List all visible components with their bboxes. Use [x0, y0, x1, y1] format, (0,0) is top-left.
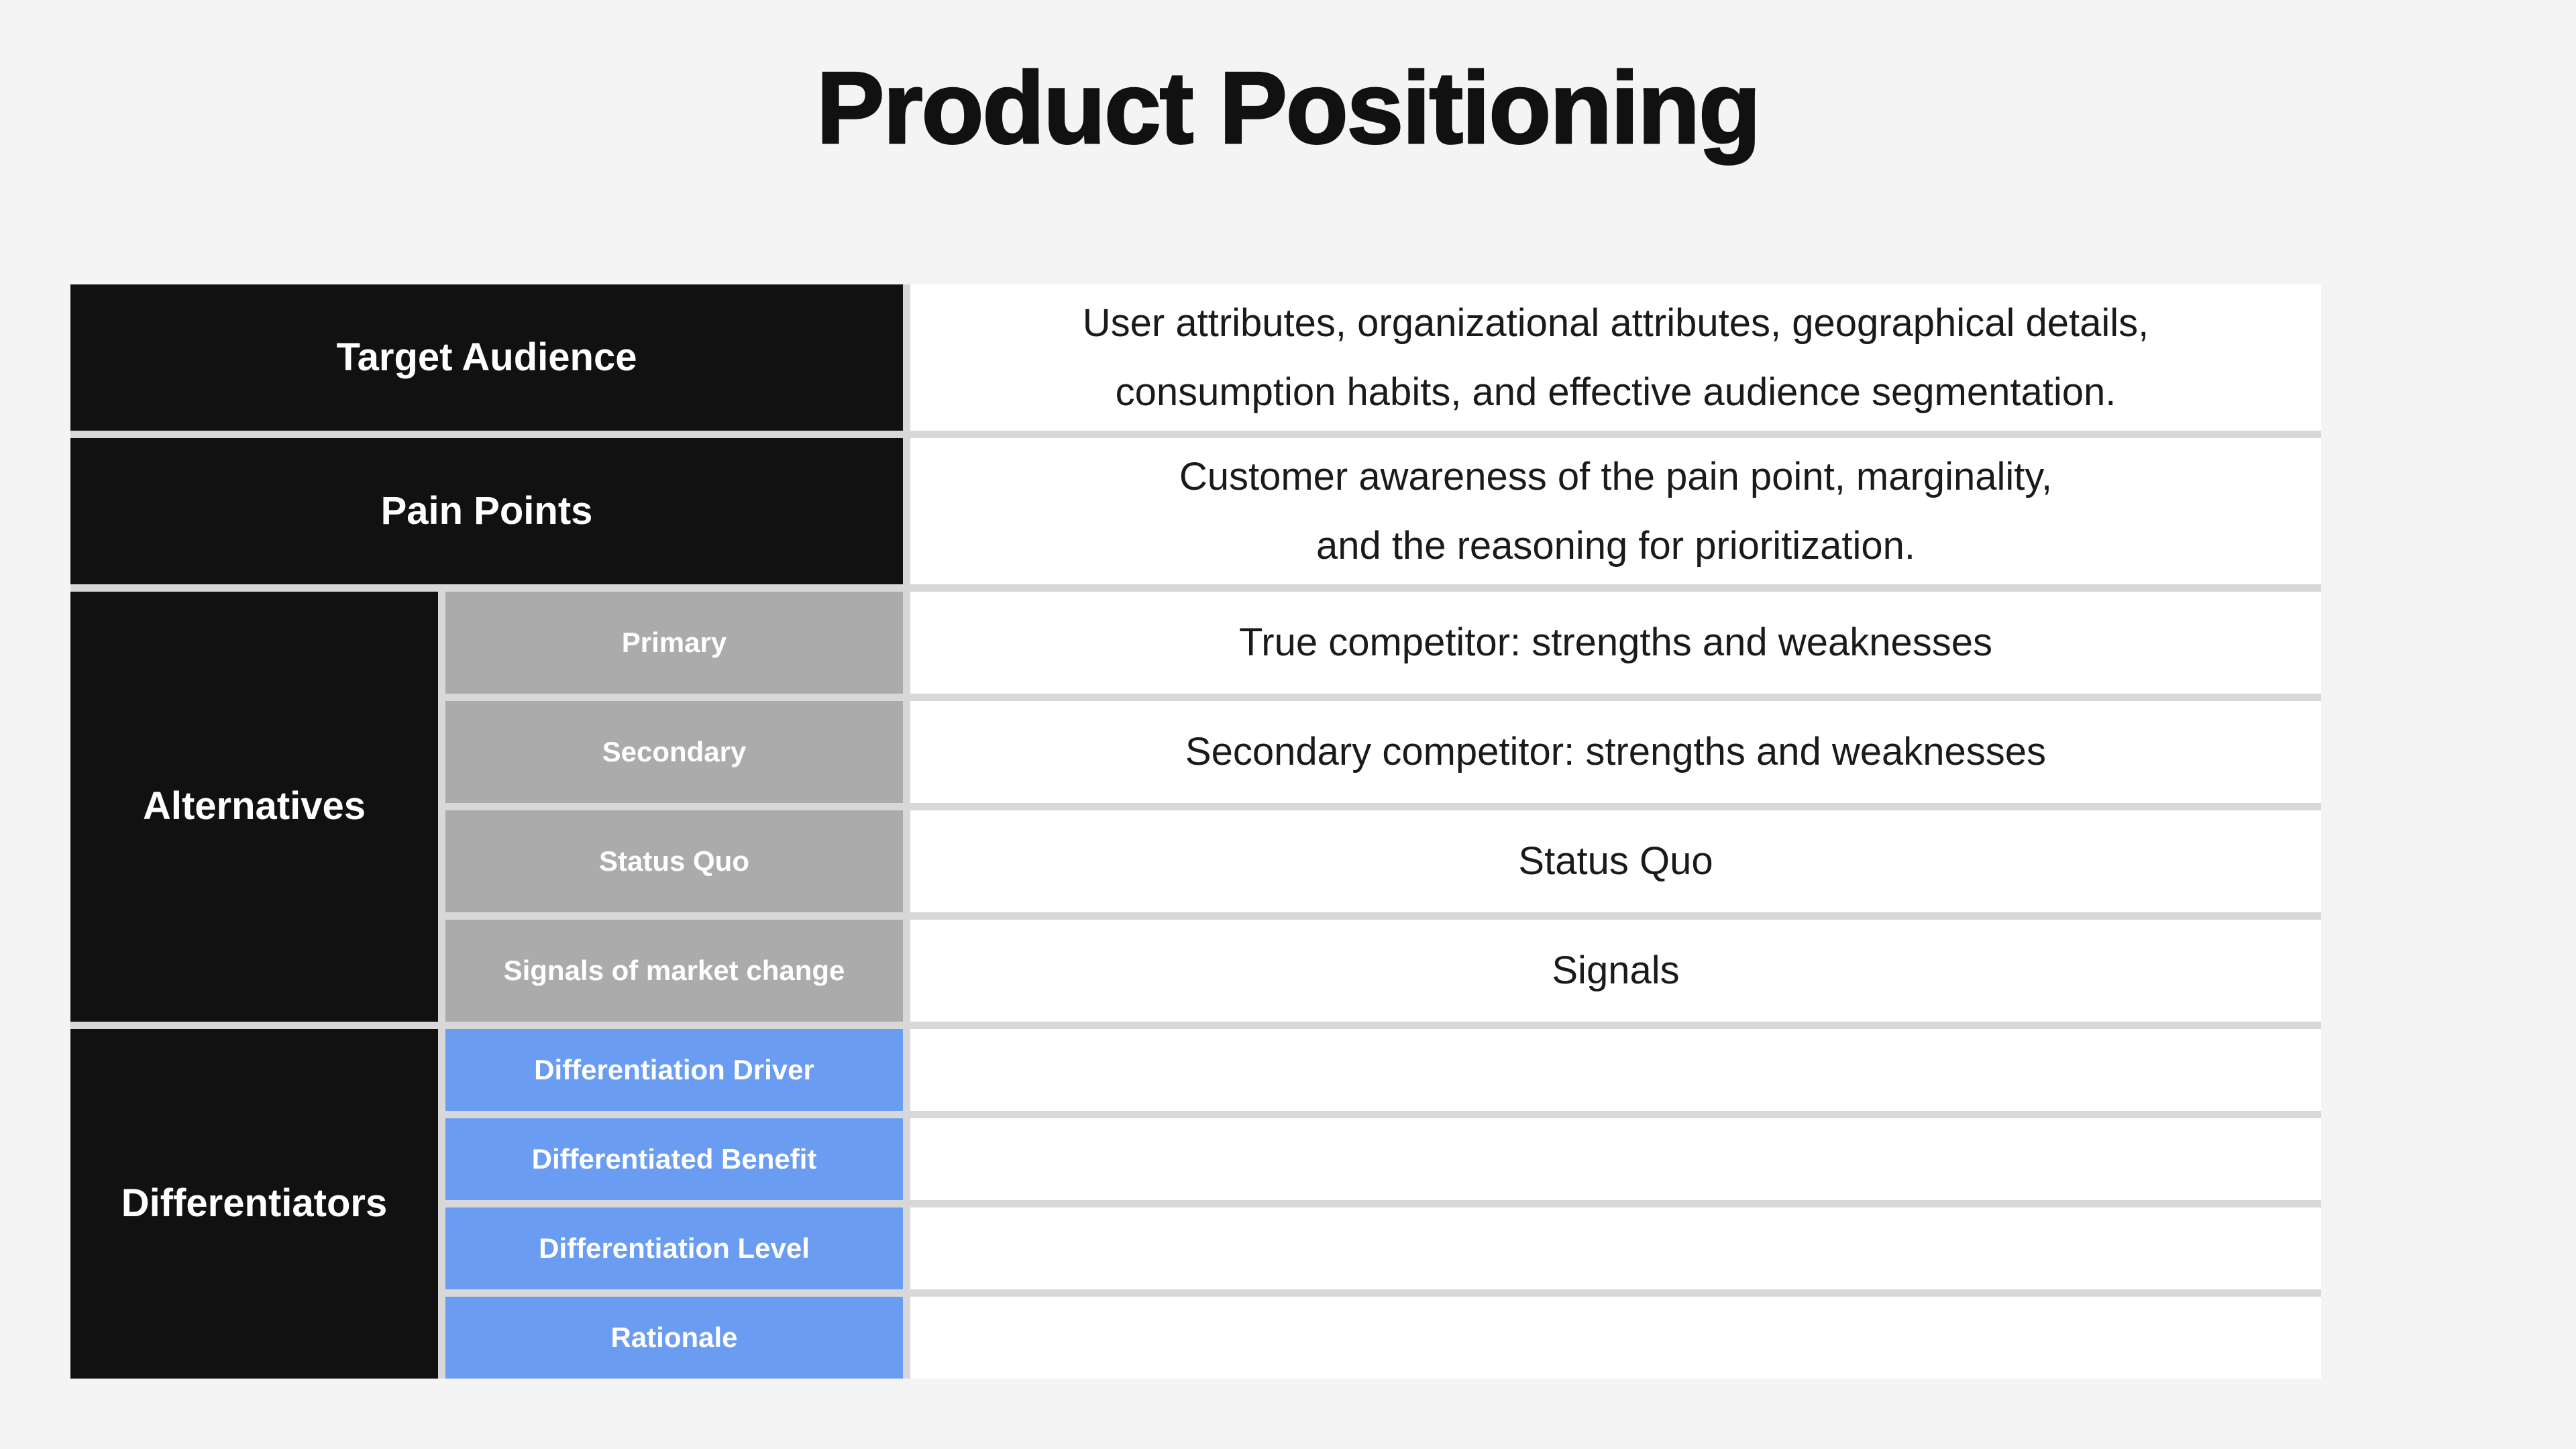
sub-label-rationale: Rationale [445, 1297, 903, 1379]
cell-content-primary: True competitor: strengths and weaknesse… [910, 592, 2321, 694]
cell-content-secondary: Secondary competitor: strengths and weak… [910, 701, 2321, 803]
sub-label-differentiation-driver: Differentiation Driver [445, 1029, 903, 1111]
sub-label-status-quo: Status Quo [445, 810, 903, 912]
cell-content-differentiation-level [910, 1208, 2321, 1289]
sub-label-differentiation-level: Differentiation Level [445, 1208, 903, 1289]
sub-label-primary: Primary [445, 592, 903, 694]
positioning-table: Target Audience User attributes, organiz… [70, 284, 2321, 1379]
sub-label-signals-of-market-change: Signals of market change [445, 920, 903, 1022]
cell-content-status-quo: Status Quo [910, 810, 2321, 912]
cell-content-differentiated-benefit [910, 1118, 2321, 1200]
group-label-alternatives: Alternatives [70, 592, 438, 1022]
sub-label-differentiated-benefit: Differentiated Benefit [445, 1118, 903, 1200]
row-label-target-audience: Target Audience [70, 284, 903, 431]
cell-content-target-audience: User attributes, organizational attribut… [910, 284, 2321, 431]
row-label-pain-points: Pain Points [70, 438, 903, 584]
cell-content-rationale [910, 1297, 2321, 1379]
cell-content-signals: Signals [910, 920, 2321, 1022]
cell-content-differentiation-driver [910, 1029, 2321, 1111]
page-title: Product Positioning [816, 51, 1762, 165]
sub-label-secondary: Secondary [445, 701, 903, 803]
group-label-differentiators: Differentiators [70, 1029, 438, 1379]
cell-content-pain-points: Customer awareness of the pain point, ma… [910, 438, 2321, 584]
